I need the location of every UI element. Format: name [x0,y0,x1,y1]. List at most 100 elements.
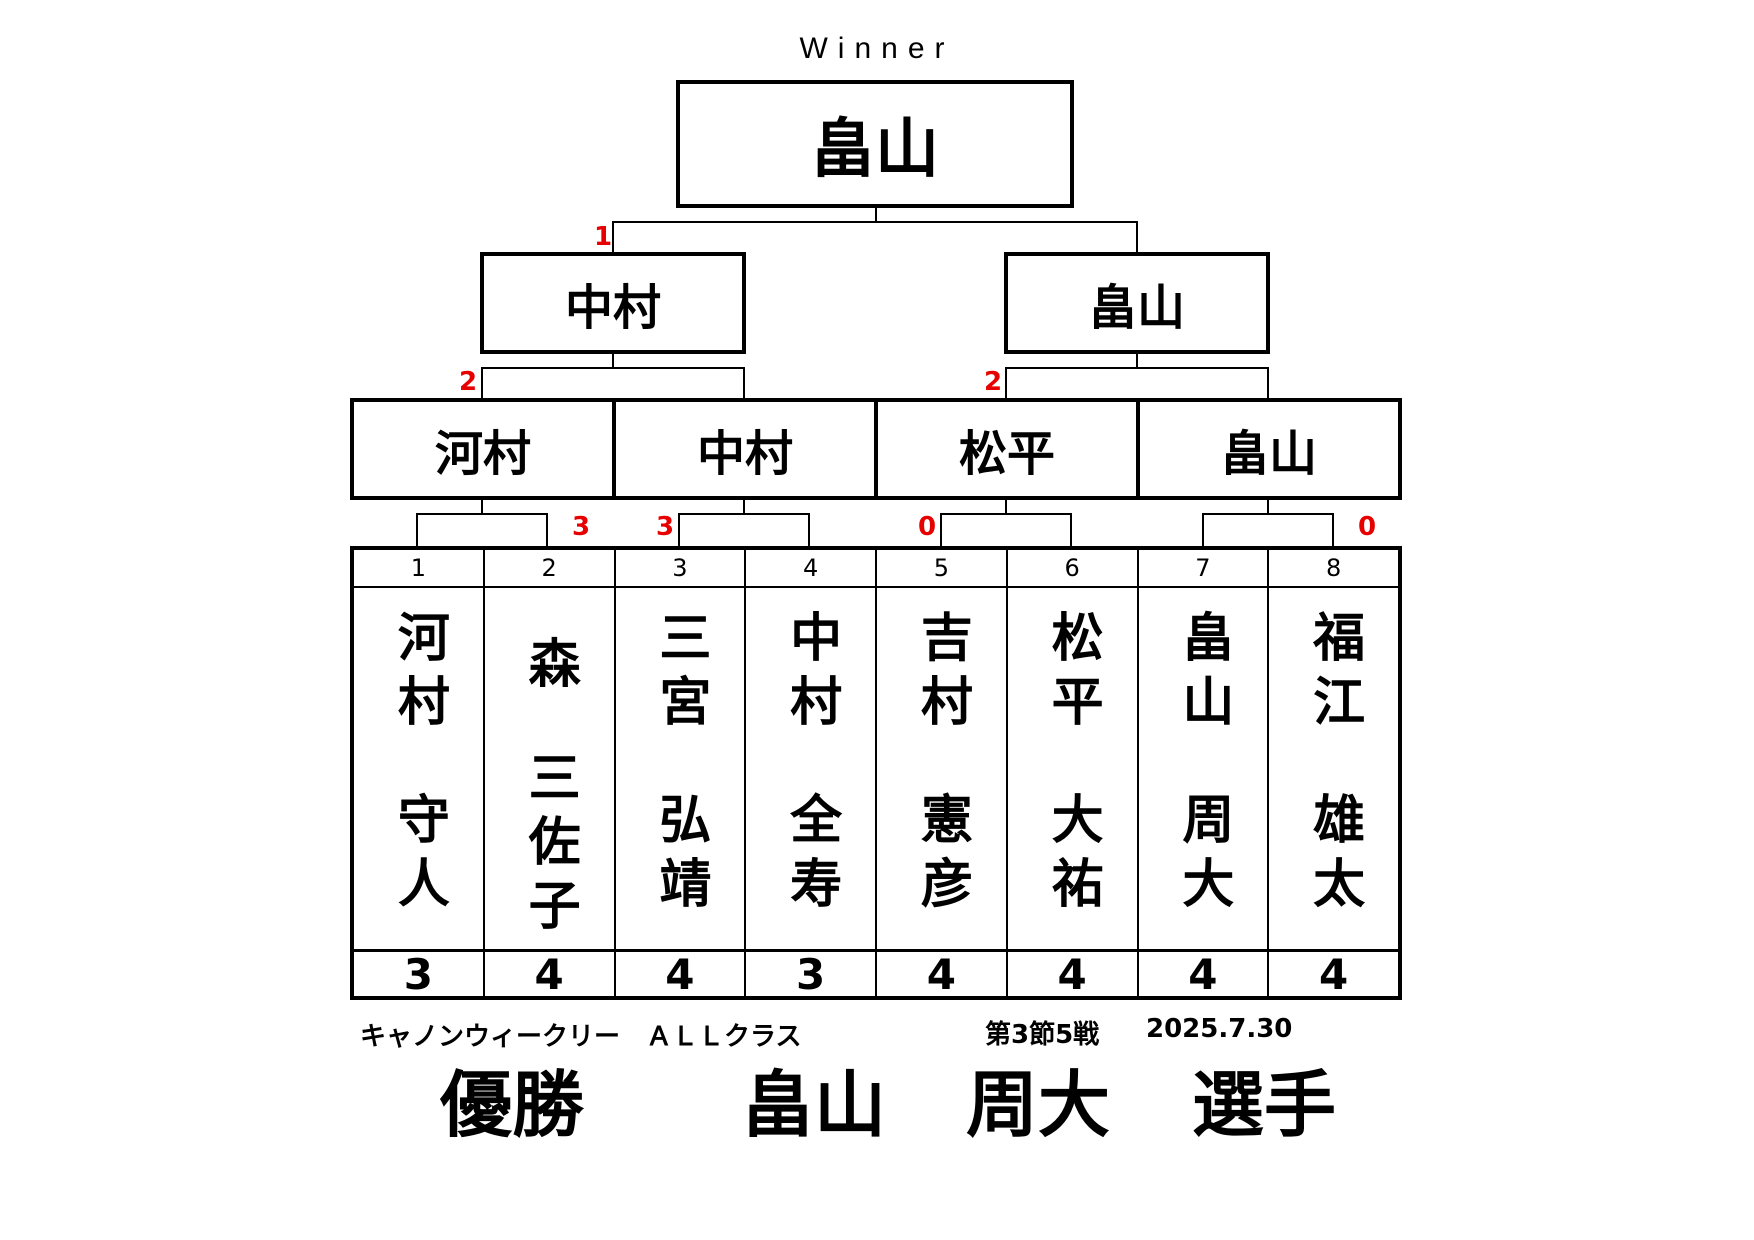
player-name: 中村 全寿 [746,588,875,949]
player-column: 1 河村 守人 3 [354,550,483,999]
seed-number: 8 [1269,550,1398,588]
final-left-name: 中村 [564,280,661,336]
winner-given-name: 周大 [966,1063,1111,1147]
event-date: 2025.7.30 [1146,1014,1293,1044]
player-column: 7 畠山 周大 4 [1136,550,1268,999]
semi-score-left: 2 [459,367,478,397]
honorific: 選手 [1192,1063,1337,1147]
player-name: 吉村 憲彦 [877,588,1006,949]
champion-box: 畠山 [676,80,1074,208]
player-grid: 1 河村 守人 3 2 森 三佐子 4 3 三宮 弘靖 4 4 中村 全寿 3 … [350,546,1402,1000]
player-family-name: 河村 [388,610,449,738]
player-family-name: 畠山 [1172,610,1233,738]
player-given-name: 全寿 [780,792,841,920]
player-points: 4 [615,949,745,999]
winner-family-name: 畠山 [742,1063,887,1147]
connector [416,513,418,546]
connector [940,513,942,546]
player-given-name: 守人 [388,792,449,920]
event-name: キャノンウィークリー ＡＬＬクラス [360,1022,802,1052]
connector [612,354,614,368]
player-name: 福江 雄太 [1269,588,1398,949]
connector [1136,354,1138,368]
seed-number: 7 [1138,550,1268,588]
seed-number: 6 [1007,550,1137,588]
player-family-name: 三宮 [649,610,710,738]
player-name: 河村 守人 [354,588,483,949]
seed-number: 1 [354,550,483,588]
player-points: 4 [484,949,614,999]
semi-cell: 中村 [612,402,874,496]
connector [875,208,877,222]
seed-number: 3 [615,550,745,588]
connector [743,367,745,399]
seed-number: 4 [746,550,875,588]
player-column: 6 松平 大祐 4 [1005,550,1137,999]
seed-number: 5 [877,550,1006,588]
final-right-name: 畠山 [1088,280,1185,336]
title-word: 優勝 [440,1063,585,1147]
seed-number: 2 [484,550,614,588]
player-name: 三宮 弘靖 [616,588,745,949]
connector [1267,500,1269,514]
connector [1005,500,1007,514]
semifinal-row: 河村 中村 松平 畠山 [350,398,1402,500]
player-points: 4 [1007,949,1137,999]
round-label: 第3節5戦 [985,1020,1100,1050]
player-column: 4 中村 全寿 3 [744,550,875,999]
player-given-name: 大祐 [1042,792,1103,920]
player-points: 4 [1269,949,1398,999]
connector [940,513,1072,515]
semi-cell: 松平 [874,402,1136,496]
semi-cell: 河村 [354,402,612,496]
player-family-name: 吉村 [911,610,972,738]
player-given-name: 周大 [1172,792,1233,920]
connector [546,513,548,546]
connector [1267,367,1269,399]
semi-name: 松平 [958,426,1055,482]
final-box-right: 畠山 [1004,252,1270,354]
connector [808,513,810,546]
semi-name: 中村 [696,426,793,482]
player-points: 4 [1138,949,1268,999]
final-box-left: 中村 [480,252,746,354]
player-name: 松平 大祐 [1008,588,1137,949]
connector [416,513,548,515]
connector [481,500,483,514]
player-family-name: 松平 [1042,610,1103,738]
player-column: 2 森 三佐子 4 [482,550,614,999]
connector [481,367,745,369]
connector [1136,221,1138,253]
connector [1202,513,1204,546]
connector [1005,367,1007,399]
player-family-name: 森 [519,636,580,700]
winner-label: Winner [799,32,955,65]
connector [1332,513,1334,546]
player-family-name: 福江 [1303,610,1364,738]
player-column: 3 三宮 弘靖 4 [613,550,745,999]
player-name: 畠山 周大 [1139,588,1268,949]
player-points: 3 [354,949,483,999]
connector [743,500,745,514]
qf-score-m4: 0 [1358,512,1377,542]
player-points: 3 [746,949,875,999]
semi-cell: 畠山 [1136,402,1398,496]
final-score-left: 1 [594,222,613,252]
player-column: 8 福江 雄太 4 [1267,550,1398,999]
player-family-name: 中村 [780,610,841,738]
connector [612,221,1138,223]
player-points: 4 [877,949,1006,999]
connector [481,367,483,399]
qf-score-m3: 0 [918,512,937,542]
player-given-name: 憲彦 [911,792,972,920]
connector [1070,513,1072,546]
player-given-name: 三佐子 [519,750,580,942]
semi-name: 畠山 [1220,426,1317,482]
connector [1202,513,1334,515]
connector [1005,367,1269,369]
player-given-name: 弘靖 [649,792,710,920]
champion-name: 畠山 [811,113,939,187]
qf-score-m2: 3 [656,512,675,542]
connector [678,513,680,546]
connector [612,221,614,253]
